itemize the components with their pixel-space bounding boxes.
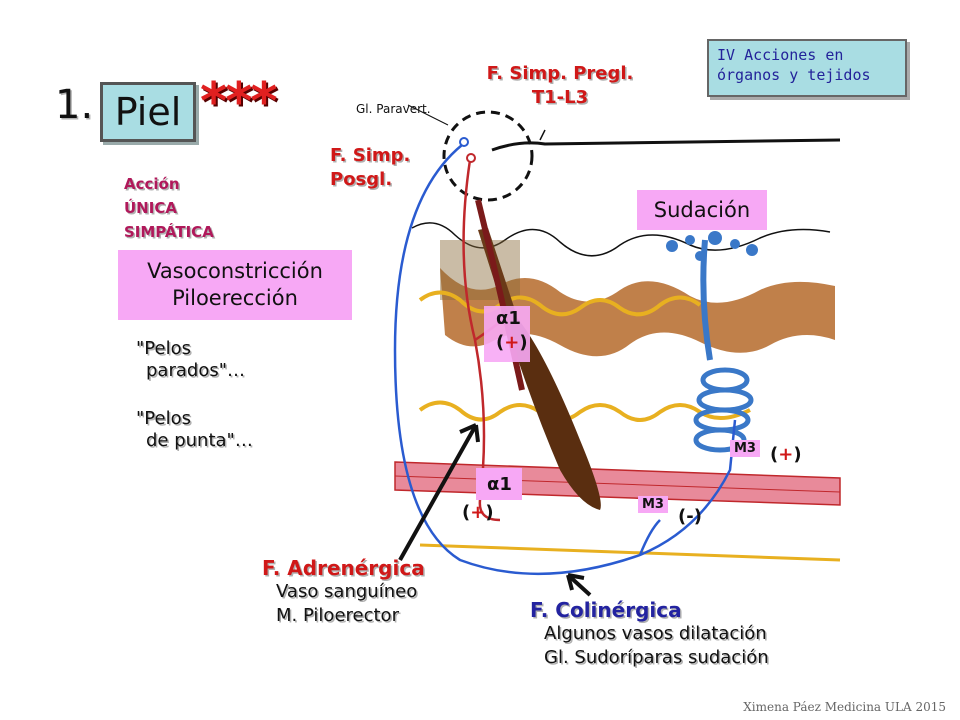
section-number: 1. <box>55 82 94 128</box>
label-line: T1-L3 <box>531 87 589 108</box>
cholinergic-fiber <box>393 144 737 576</box>
sudacion-box: Sudación <box>637 190 767 230</box>
m3-lower-label: M3 <box>638 496 668 513</box>
quote-line: "Pelos <box>136 338 191 359</box>
postganglionic-label: F. Simp. Posgl. <box>330 144 410 192</box>
quote-line: "Pelos <box>136 408 191 429</box>
adrenergic-block: F. Adrenérgica Vaso sanguíneo M. Piloere… <box>262 556 425 628</box>
hypodermis-line <box>419 543 841 562</box>
piel-title-box: Piel <box>100 82 196 142</box>
dermis-band <box>440 268 835 357</box>
cholinergic-arrow <box>566 573 592 597</box>
quote-pelos-parados: "Pelos parados"… <box>136 338 245 382</box>
dermis-wave-2 <box>418 400 751 422</box>
effects-box: Vasoconstricción Piloerección <box>118 250 352 320</box>
info-line: órganos y tejidos <box>717 66 871 84</box>
credit-text: Ximena Páez Medicina ULA 2015 <box>743 700 946 714</box>
piloerector-muscle <box>475 199 525 391</box>
info-line: IV Acciones en <box>717 46 844 64</box>
alpha1-lower-bg <box>476 468 522 500</box>
label-line: Posgl. <box>330 169 393 190</box>
effect-vasoconstriccion: Vasoconstricción <box>147 259 323 283</box>
label-line: F. Simp. <box>330 145 411 166</box>
m3-lower-sign: (-) <box>678 506 702 527</box>
cholinergic-line: Algunos vasos dilatación <box>544 623 767 644</box>
cholinergic-block: F. Colinérgica Algunos vasos dilatación … <box>530 598 769 670</box>
alpha1-upper-label: α1 <box>496 308 521 329</box>
alpha1-lower-label: α1 <box>487 474 512 495</box>
sweat-gland-duct <box>700 239 713 361</box>
cholinergic-title: F. Colinérgica <box>530 598 682 622</box>
m3-upper-sign: (+) <box>770 444 802 465</box>
paravertebral-ganglion-circle <box>442 110 534 202</box>
adrenergic-title: F. Adrenérgica <box>262 556 425 580</box>
alpha1-upper-bg <box>484 306 530 362</box>
quote-line: de punta"… <box>146 430 253 451</box>
effect-piloereccion: Piloerección <box>172 286 298 310</box>
accion-label: Acción ÚNICA SIMPÁTICA <box>124 172 214 244</box>
plus-upper-label: (+) <box>496 332 528 353</box>
section-info-box: IV Acciones en órganos y tejidos <box>707 39 907 97</box>
adrenergic-line: Vaso sanguíneo <box>276 581 418 602</box>
accion-line: SIMPÁTICA <box>124 223 214 241</box>
quote-pelos-de-punta: "Pelos de punta"… <box>136 408 253 452</box>
accion-line: Acción <box>124 175 180 193</box>
piel-title: Piel <box>114 90 182 134</box>
cholinergic-line: Gl. Sudoríparas sudación <box>544 647 769 668</box>
accion-line: ÚNICA <box>124 199 177 217</box>
label-line: F. Simp. Pregl. <box>486 63 634 84</box>
sweat-gland-coil-1 <box>700 367 750 393</box>
m3-upper-label: M3 <box>730 440 760 457</box>
quote-line: parados"… <box>146 360 245 381</box>
sweat-gland-coil-2 <box>696 387 754 413</box>
plus-lower-label: (+) <box>462 502 494 523</box>
adrenergic-arrow <box>398 424 478 561</box>
importance-stars: *** <box>200 72 278 132</box>
adrenergic-fiber <box>462 159 501 522</box>
preganglionic-label: F. Simp. Pregl. T1-L3 <box>480 62 640 110</box>
adrenergic-line: M. Piloerector <box>276 605 399 626</box>
preganglionic-fiber <box>491 138 841 152</box>
dermis-wave-1 <box>418 290 702 317</box>
paravertebral-label: Gl. Paravert. <box>356 102 431 116</box>
sweat-drops <box>666 231 758 261</box>
